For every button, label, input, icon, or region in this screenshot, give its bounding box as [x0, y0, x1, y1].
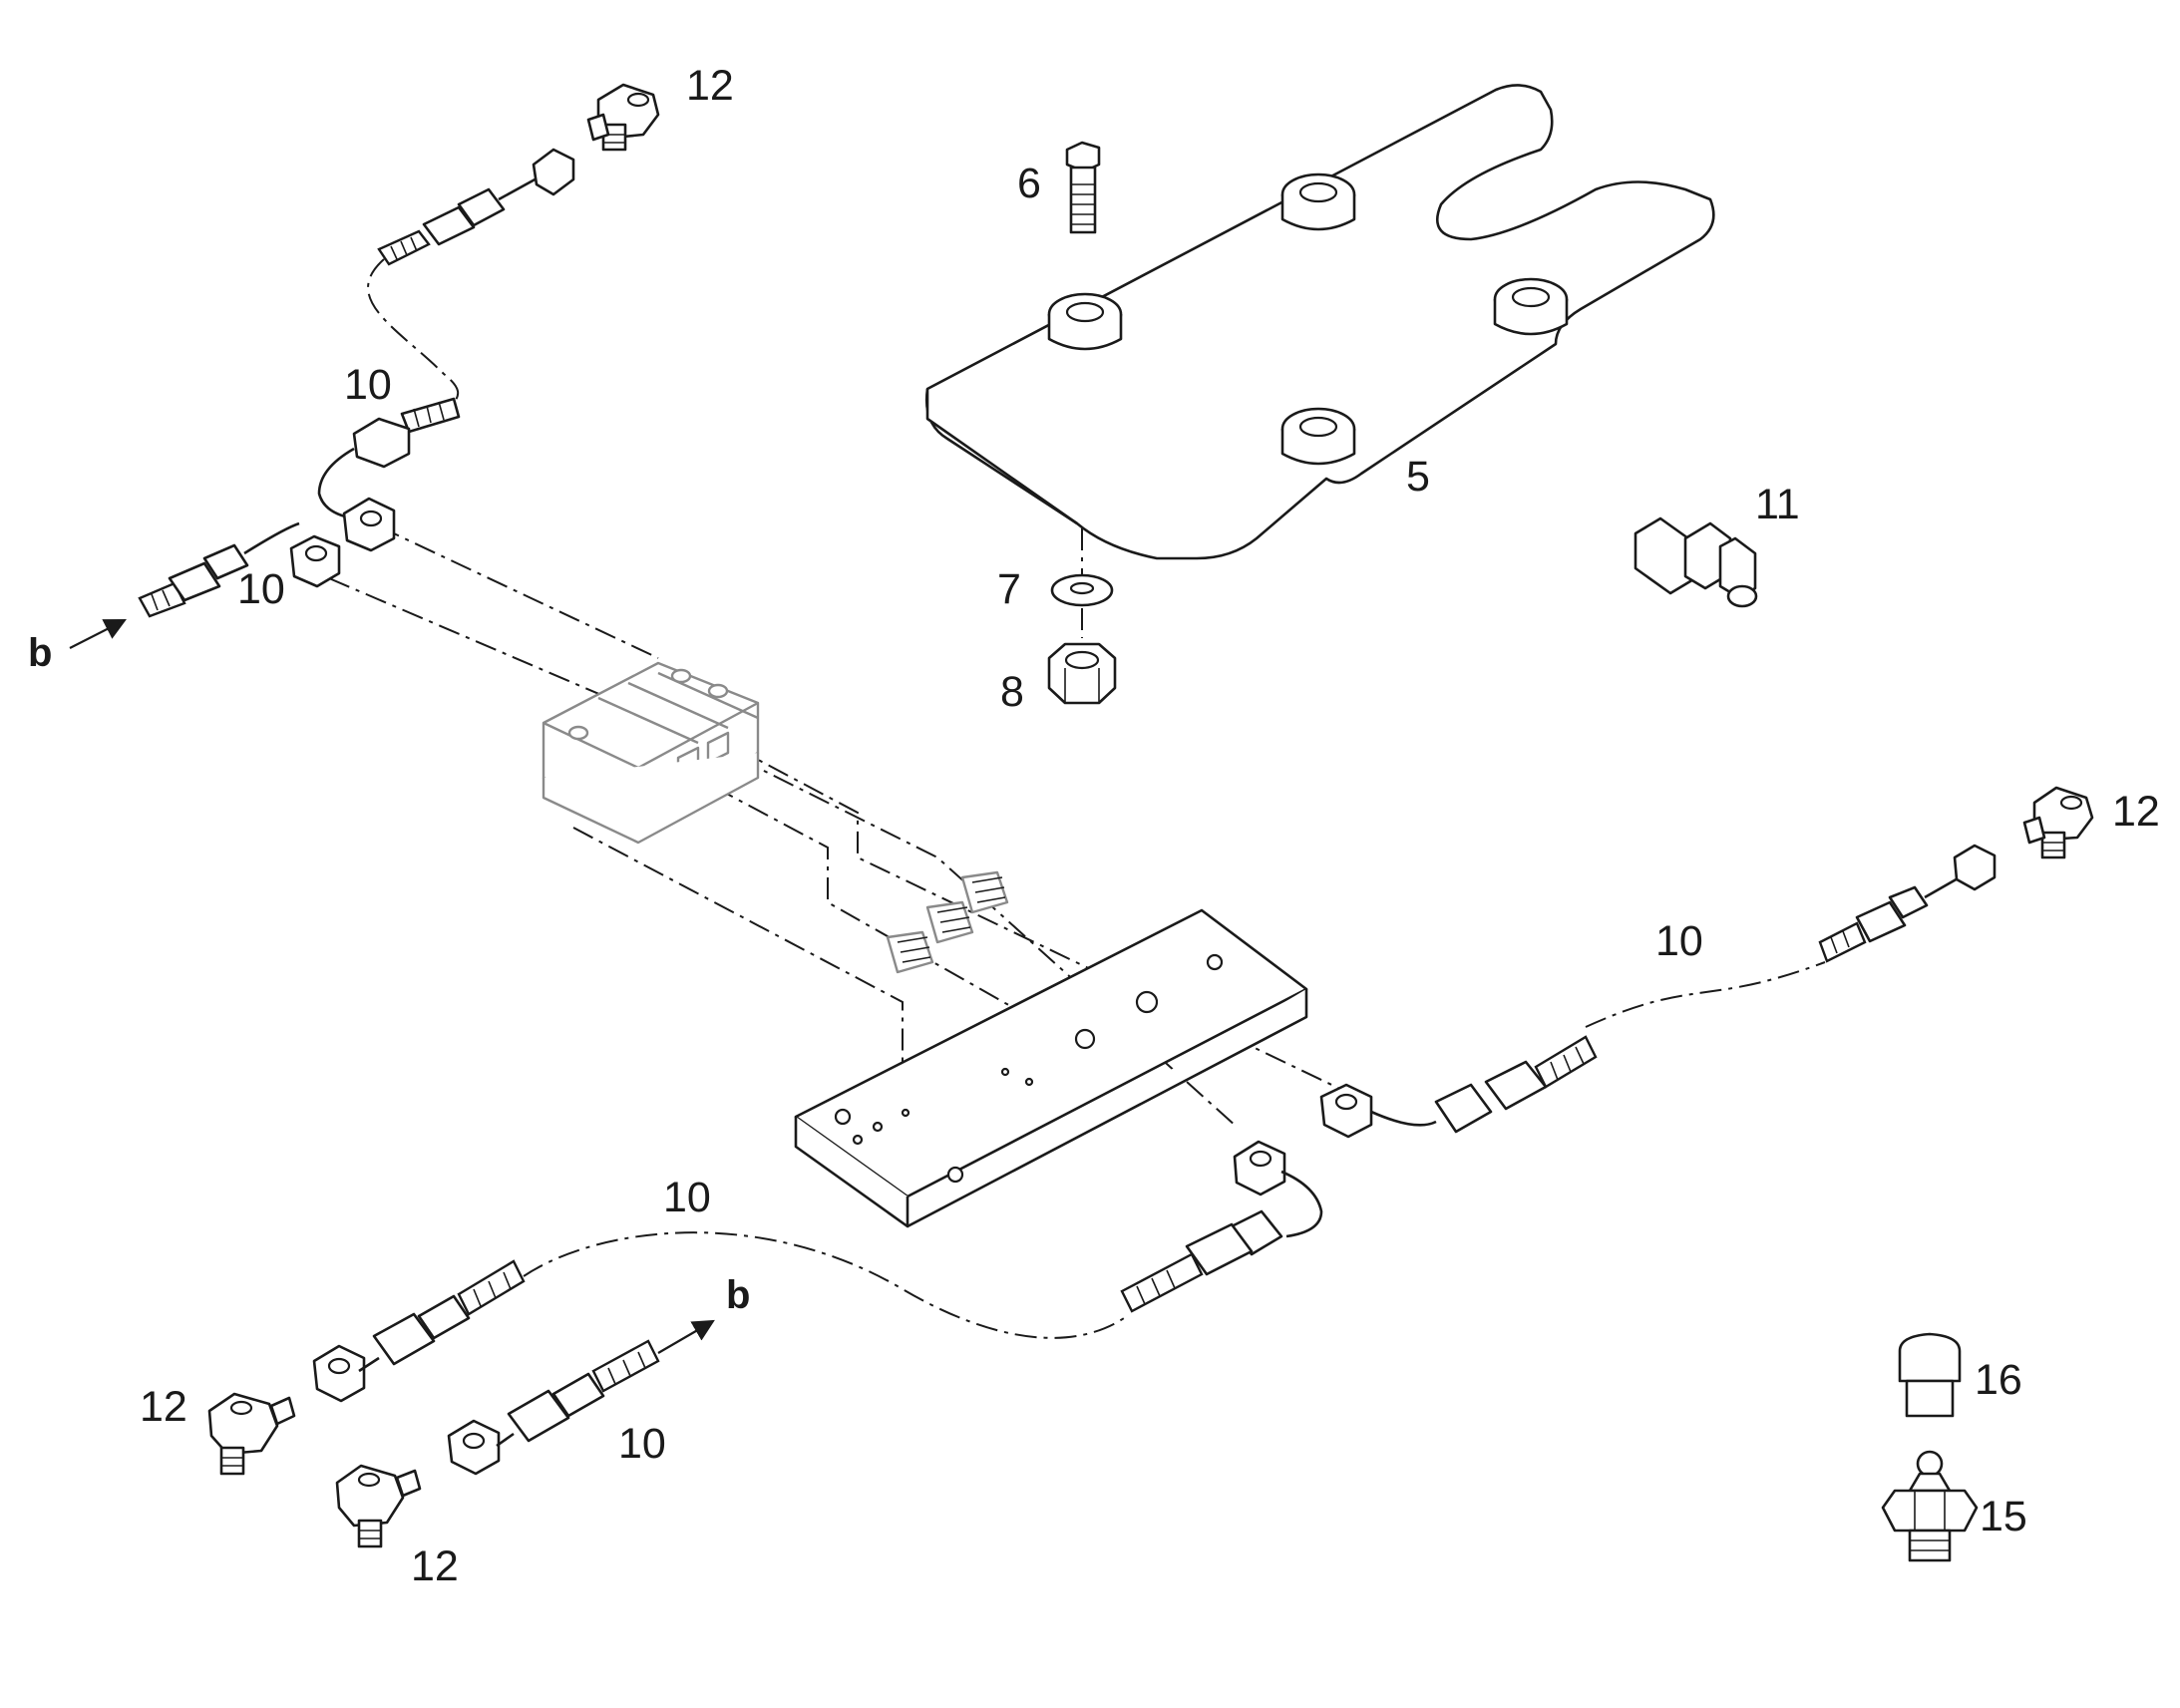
hose-assembly-10-top — [377, 148, 575, 266]
hose-assembly-10-bottom-lower — [447, 1339, 660, 1476]
hose-assembly-10-left-upper — [317, 397, 461, 552]
callout-16: 16 — [1975, 1356, 2022, 1404]
elbow-fitting-12-right — [2022, 786, 2094, 859]
plate-boss — [1047, 292, 1123, 351]
callout-b-left: b — [28, 631, 52, 675]
hex-nut-8 — [1047, 642, 1117, 705]
callout-12-top: 12 — [686, 62, 734, 110]
distributor-block — [542, 661, 760, 845]
plate-boss — [1493, 277, 1569, 336]
nipple-fitting — [960, 870, 1009, 914]
hose-assembly-10-center — [1120, 1140, 1323, 1313]
hex-bolt-6 — [1065, 141, 1101, 234]
callout-12-right: 12 — [2112, 788, 2160, 836]
hose-assembly-10-left-lower — [138, 521, 341, 618]
callout-12-bottom-left: 12 — [140, 1383, 187, 1431]
callout-6: 6 — [1017, 160, 1041, 207]
flow-arrow-b — [657, 1319, 715, 1354]
callout-12-bottom: 12 — [411, 1542, 459, 1590]
callout-10-right: 10 — [1655, 917, 1703, 965]
callout-11: 11 — [1755, 481, 1800, 528]
callout-10-upper: 10 — [344, 361, 392, 409]
plate-boss — [1280, 407, 1356, 466]
grease-nipple-15 — [1881, 1450, 1979, 1562]
elbow-fitting-12 — [586, 83, 660, 152]
plate-boss — [1280, 172, 1356, 231]
callout-10-left: 10 — [237, 565, 285, 613]
cap-16 — [1898, 1332, 1962, 1418]
flow-arrow-b — [69, 619, 127, 649]
callout-15: 15 — [1980, 1493, 2027, 1540]
callout-10-bottom-lower: 10 — [618, 1420, 666, 1468]
callout-10-bottom: 10 — [663, 1174, 711, 1221]
washer-7 — [1050, 573, 1114, 607]
callout-5: 5 — [1406, 453, 1430, 501]
hose-assembly-10-right — [1319, 844, 1997, 1139]
nipple-fitting — [925, 900, 974, 944]
base-plate — [794, 908, 1308, 1228]
callout-7: 7 — [997, 565, 1021, 613]
hose-assembly-10-bottom-upper — [312, 1259, 526, 1403]
nipple-fitting — [886, 930, 934, 974]
callout-b-bottom: b — [726, 1273, 750, 1317]
callout-8: 8 — [1000, 668, 1024, 716]
elbow-fitting-12-bottom — [335, 1464, 422, 1548]
elbow-fitting-12-bottom-left — [207, 1392, 296, 1476]
straight-connector-11 — [1634, 516, 1758, 608]
mounting-plate-5 — [924, 84, 1715, 560]
nipple-fittings — [886, 870, 1009, 974]
